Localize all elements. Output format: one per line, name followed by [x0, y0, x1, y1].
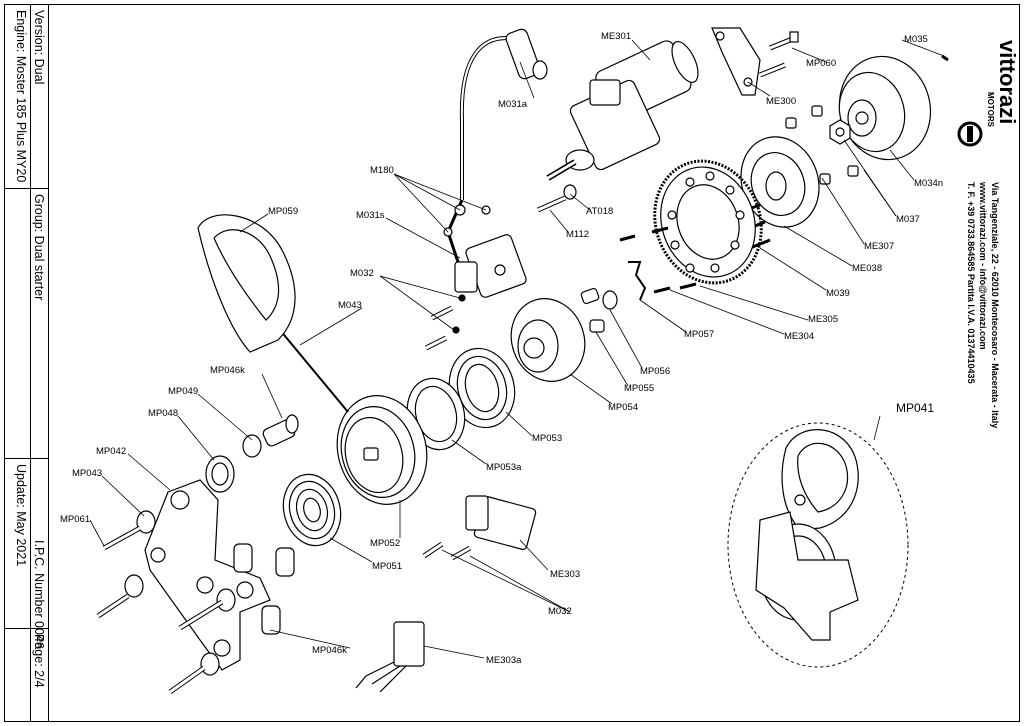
mp041-leader [873, 415, 881, 441]
spiral-spring [282, 473, 342, 547]
label-m043: M043 [338, 300, 362, 311]
label-m032-bottom: M032 [548, 606, 572, 617]
label-mp043: MP043 [72, 468, 102, 479]
bolts-mp061 [96, 525, 224, 695]
screws-me304 [619, 226, 697, 294]
leader-lines [89, 39, 945, 659]
small-nuts [785, 105, 859, 185]
screws-m032-top [424, 294, 466, 351]
label-m032-top: M032 [350, 268, 374, 279]
label-mp052: MP052 [370, 538, 400, 549]
label-mp054: MP054 [608, 402, 638, 413]
label-m039: M039 [826, 288, 850, 299]
title-block-sep-2 [4, 458, 48, 459]
label-mp053a: MP053a [486, 462, 522, 473]
starter-handle [197, 214, 296, 353]
label-m035: M035 [904, 34, 928, 45]
label-mp046k-bottom: MP046k [312, 645, 347, 656]
clutch-housing [740, 136, 820, 228]
recoil-spring [448, 347, 516, 429]
brand-address: Via Tangenziale, 22 - 62010 Montecosaro … [990, 182, 1000, 428]
bushing-mp048 [205, 455, 235, 493]
label-mp048: MP048 [148, 408, 178, 419]
label-me301: ME301 [601, 31, 631, 42]
rope-pulley [336, 395, 428, 505]
label-m031a: M031a [498, 99, 528, 110]
label-mp046k-top: MP046k [210, 365, 245, 376]
mount-frame [144, 479, 271, 671]
brand-web: www.vittorazi.com - info@vittorazi.com [978, 181, 988, 349]
washer-at018 [563, 184, 577, 200]
label-at018: AT018 [586, 206, 613, 217]
brand-phone: T. F. +39 0733.864585 Partita I.V.A. 013… [966, 182, 976, 384]
label-me303a: ME303a [486, 655, 522, 666]
starter-drum [510, 298, 586, 382]
assembled-view-outline [727, 422, 909, 668]
label-mp056: MP056 [640, 366, 670, 377]
part-labels: ME301 MP060 M035 M031a ME300 M180 M034n … [60, 31, 943, 666]
washer-mp049 [242, 434, 262, 458]
title-block-sep-1 [4, 188, 48, 189]
label-me300: ME300 [766, 96, 796, 107]
ring-gear [653, 159, 763, 285]
starter-motor [546, 40, 699, 181]
assembled-starter [755, 429, 859, 641]
starter-solenoid [465, 495, 537, 550]
label-mp049: MP049 [168, 386, 198, 397]
flywheel [838, 55, 932, 161]
label-mp041: MP041 [896, 401, 934, 415]
brand-circle-icon [957, 121, 983, 147]
brand-name: vittorazi [995, 40, 1020, 124]
label-me303: ME303 [550, 569, 580, 580]
rubber-mounts [124, 510, 295, 676]
label-me304: ME304 [784, 331, 814, 342]
label-m037: M037 [896, 214, 920, 225]
title-block-inner-divider [30, 4, 31, 722]
label-mp061: MP061 [60, 514, 90, 525]
label-m112: M112 [566, 229, 589, 240]
label-mp057: MP057 [684, 329, 714, 340]
cable-clamps [443, 204, 491, 237]
label-me038: ME038 [852, 263, 882, 274]
label-mp042: MP042 [96, 446, 126, 457]
nut-m037 [829, 119, 851, 145]
title-block-divider [48, 4, 49, 722]
title-block-sep-3 [4, 628, 48, 629]
label-me307: ME307 [864, 241, 894, 252]
spark-cap [505, 28, 541, 80]
brand-sub: MOTORS [986, 92, 995, 128]
spacer-mp046k [262, 414, 299, 447]
pawl-mp055 [580, 287, 600, 305]
spring-mp056 [602, 290, 618, 310]
label-mp059: MP059 [268, 206, 298, 217]
outer-frame [4, 4, 1020, 722]
label-m180: M180 [370, 165, 394, 176]
screws-m032-bottom [422, 541, 472, 561]
label-mp053: MP053 [532, 433, 562, 444]
label-m034n: M034n [914, 178, 943, 189]
bolts-mp060 [759, 31, 799, 78]
brand-logo: vittorazi MOTORS [957, 40, 1020, 147]
label-m031s: M031s [356, 210, 385, 221]
spring-clip [628, 261, 647, 301]
ignition-coil [454, 234, 527, 298]
label-me305: ME305 [808, 314, 838, 325]
label-mp051: MP051 [372, 561, 402, 572]
label-mp055: MP055 [624, 383, 654, 394]
relay-module [355, 621, 425, 693]
label-mp060: MP060 [806, 58, 836, 69]
